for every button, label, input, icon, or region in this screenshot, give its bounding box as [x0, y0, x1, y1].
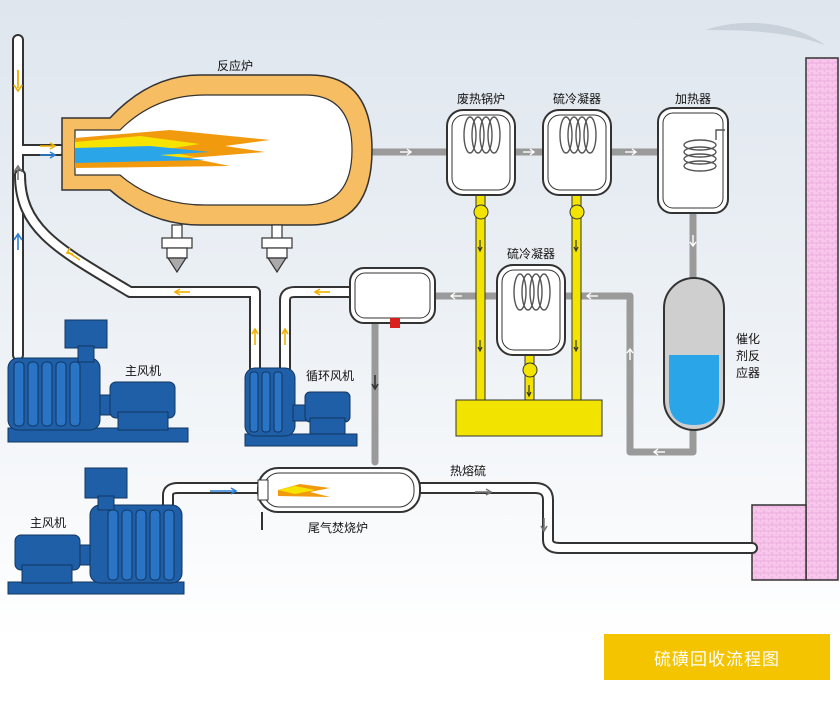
white-pipes	[12, 34, 758, 554]
labels: 反应炉 废热锅炉 硫冷凝器 加热器 硫冷凝器 催化 剂反 应器 主风机 循环风机…	[30, 58, 760, 535]
label-reaction-furnace: 反应炉	[217, 58, 253, 73]
yellow-pipes	[455, 194, 603, 437]
label-main-blower-bottom: 主风机	[30, 516, 66, 530]
flow-arrows	[13, 70, 548, 533]
yellow-pipe-arrows	[477, 240, 579, 398]
waste-heat-boiler	[446, 109, 516, 196]
separator-drum	[349, 267, 436, 328]
gray-pipe-arrows	[400, 148, 697, 456]
label-catalytic-reactor-line1: 催化	[736, 332, 760, 346]
reaction-furnace	[61, 74, 373, 274]
label-sulfur-condenser-1: 硫冷凝器	[553, 91, 601, 106]
swoosh-decoration	[705, 22, 825, 45]
heater	[657, 107, 729, 214]
stack	[751, 57, 839, 581]
tail-gas-incinerator	[257, 467, 421, 530]
catalytic-reactor	[663, 277, 725, 431]
main-blower-bottom	[7, 467, 185, 595]
sulfur-condenser-1	[542, 109, 612, 196]
circulation-blower	[244, 367, 358, 447]
diagram-title: 硫磺回收流程图	[654, 649, 780, 670]
diagram-title-banner: 硫磺回收流程图	[604, 634, 830, 680]
label-waste-heat-boiler: 废热锅炉	[457, 91, 505, 106]
label-circulation-blower: 循环风机	[306, 369, 354, 383]
sulfur-condenser-2	[496, 264, 566, 356]
label-sulfur-condenser-2: 硫冷凝器	[507, 246, 555, 261]
label-catalytic-reactor-line2: 剂反	[736, 348, 760, 363]
label-main-blower-top: 主风机	[125, 364, 161, 378]
label-heater: 加热器	[675, 92, 711, 106]
label-tail-gas-incinerator: 尾气焚烧炉	[308, 520, 368, 535]
label-catalytic-reactor-line3: 应器	[736, 365, 760, 380]
main-blower-top	[7, 319, 189, 443]
label-hot-molten-sulfur: 热熔硫	[450, 463, 486, 478]
